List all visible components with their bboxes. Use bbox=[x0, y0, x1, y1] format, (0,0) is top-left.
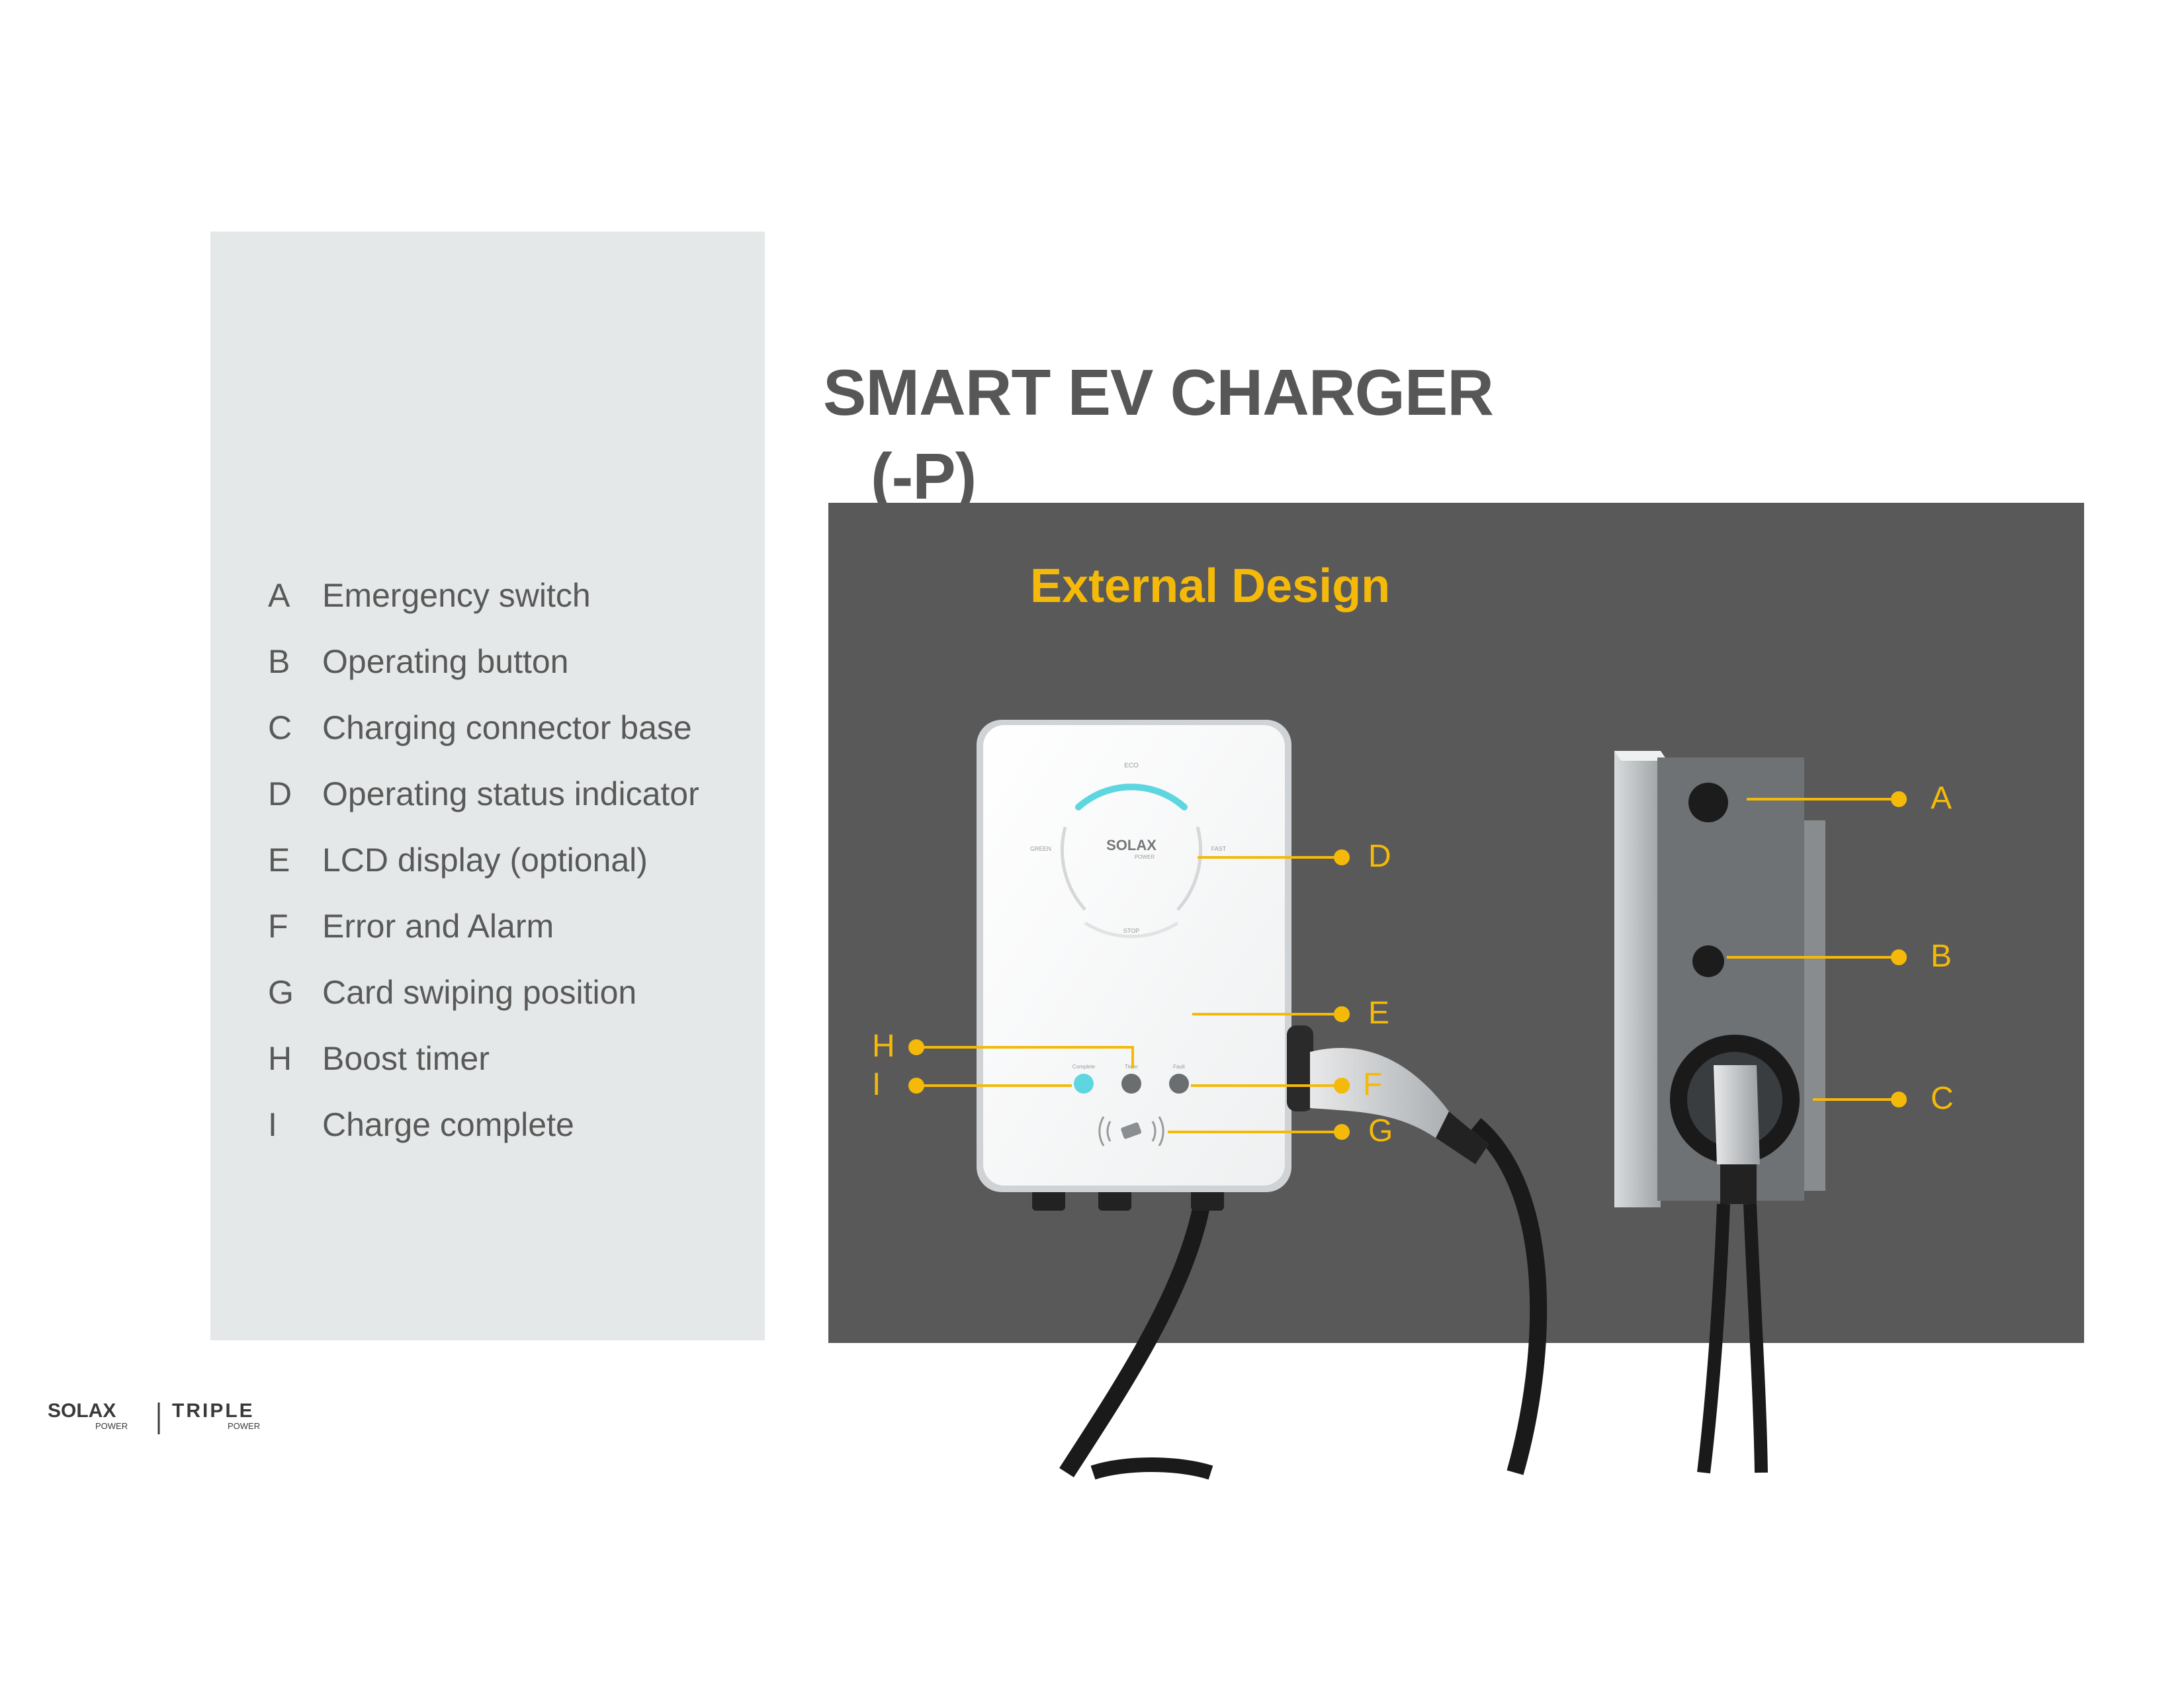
legend-letter: F bbox=[268, 908, 288, 945]
status-ring-fast bbox=[1176, 826, 1203, 911]
side-plug-grip bbox=[1720, 1164, 1757, 1204]
side-unit-top bbox=[1614, 751, 1667, 761]
legend-panel bbox=[210, 232, 765, 1340]
error-alarm-icon bbox=[1169, 1074, 1189, 1094]
legend-label: Operating button bbox=[322, 643, 569, 680]
legend-letter: B bbox=[268, 643, 290, 680]
solax-logo: SOLAX bbox=[48, 1400, 116, 1422]
legend-item-e: E LCD display (optional) bbox=[268, 827, 699, 893]
legend-label: Card swiping position bbox=[322, 974, 637, 1011]
status-ring-green bbox=[1060, 826, 1086, 911]
legend-label: Boost timer bbox=[322, 1040, 490, 1077]
callout-c: C bbox=[1931, 1081, 1954, 1116]
leader-dot-h bbox=[908, 1039, 924, 1055]
legend-letter: D bbox=[268, 775, 292, 812]
side-unit-bezel bbox=[1614, 751, 1661, 1207]
leader-dot-f bbox=[1334, 1078, 1350, 1094]
callout-i: I bbox=[872, 1067, 881, 1102]
legend-label: Charge complete bbox=[322, 1106, 574, 1143]
title-sub: (-P) bbox=[871, 440, 977, 513]
rfid-wave-icon bbox=[1151, 1121, 1157, 1142]
operating-button bbox=[1692, 945, 1724, 977]
cable-right bbox=[1469, 1118, 1548, 1475]
legend-item-f: F Error and Alarm bbox=[268, 893, 699, 959]
cable-bottom bbox=[1059, 1190, 1213, 1478]
leader-line-h bbox=[916, 1046, 1134, 1068]
side-cable-left bbox=[1697, 1203, 1730, 1474]
plug-holster bbox=[1287, 1025, 1313, 1111]
card-icon bbox=[1121, 1122, 1142, 1139]
legend-letter: I bbox=[268, 1106, 277, 1143]
complete-label: Complete bbox=[1072, 1064, 1096, 1070]
leader-dot-c bbox=[1891, 1092, 1907, 1107]
title-main: SMART EV CHARGER bbox=[823, 356, 1494, 429]
stop-label: STOP bbox=[1123, 928, 1139, 934]
legend-item-a: A Emergency switch bbox=[268, 562, 699, 628]
legend-item-h: H Boost timer bbox=[268, 1025, 699, 1092]
legend-label: Charging connector base bbox=[322, 709, 692, 746]
legend-item-i: I Charge complete bbox=[268, 1092, 699, 1158]
plug-grip bbox=[1436, 1111, 1489, 1164]
fast-label: FAST bbox=[1211, 845, 1227, 852]
rfid-wave-icon bbox=[1158, 1116, 1164, 1146]
leader-dot-b bbox=[1891, 949, 1907, 965]
eco-label: ECO bbox=[1124, 762, 1139, 769]
callout-d: D bbox=[1368, 839, 1391, 874]
green-label: GREEN bbox=[1030, 845, 1051, 852]
leader-dot-e bbox=[1334, 1006, 1350, 1022]
leader-dot-a bbox=[1891, 791, 1907, 807]
cable-loop bbox=[1090, 1457, 1213, 1480]
callout-e: E bbox=[1368, 996, 1390, 1031]
charge-complete-icon bbox=[1074, 1074, 1094, 1094]
leader-dot-d bbox=[1334, 849, 1350, 865]
emergency-switch bbox=[1688, 783, 1728, 822]
legend-item-c: C Charging connector base bbox=[268, 695, 699, 761]
leader-dot-g bbox=[1334, 1124, 1350, 1140]
device-brand: SOLAX bbox=[1106, 837, 1157, 853]
legend-item-g: G Card swiping position bbox=[268, 959, 699, 1025]
side-plug bbox=[1714, 1065, 1760, 1164]
component-legend: A Emergency switch B Operating button C Cha… bbox=[268, 562, 699, 1158]
side-cable-right bbox=[1743, 1203, 1768, 1473]
panel-title: External Design bbox=[1030, 560, 1391, 613]
cable-gland bbox=[1191, 1188, 1224, 1211]
brand-logos: SOLAX POWER TRIPLE POWER bbox=[48, 1400, 260, 1434]
status-ring-stop bbox=[1084, 921, 1179, 938]
callout-h: H bbox=[872, 1029, 895, 1064]
callout-f: F bbox=[1363, 1067, 1383, 1102]
legend-label: Operating status indicator bbox=[322, 775, 699, 812]
wall-bracket bbox=[1804, 820, 1825, 1191]
cable-gland bbox=[1098, 1188, 1131, 1211]
legend-letter: C bbox=[268, 709, 292, 746]
solax-logo-sub: POWER bbox=[95, 1421, 128, 1431]
triple-logo-sub: POWER bbox=[228, 1421, 260, 1431]
leader-dot-i bbox=[908, 1078, 924, 1094]
legend-item-b: B Operating button bbox=[268, 628, 699, 695]
callout-b: B bbox=[1931, 939, 1952, 974]
rfid-wave-icon bbox=[1106, 1121, 1112, 1142]
boost-timer-icon bbox=[1121, 1074, 1141, 1094]
legend-item-d: D Operating status indicator bbox=[268, 761, 699, 827]
legend-label: Emergency switch bbox=[322, 577, 591, 614]
device-brand-sub: POWER bbox=[1135, 854, 1155, 860]
callout-a: A bbox=[1931, 781, 1952, 816]
triple-logo: TRIPLE bbox=[172, 1400, 255, 1422]
page-title: SMART EV CHARGER (-P) bbox=[823, 351, 1494, 519]
status-ring-eco bbox=[1075, 783, 1188, 810]
legend-label: LCD display (optional) bbox=[322, 842, 648, 879]
legend-letter: E bbox=[268, 842, 290, 879]
callout-g: G bbox=[1368, 1113, 1393, 1148]
cable-gland bbox=[1032, 1188, 1065, 1211]
legend-label: Error and Alarm bbox=[322, 908, 554, 945]
legend-letter: G bbox=[268, 974, 294, 1011]
charger-front-face bbox=[983, 725, 1285, 1186]
rfid-wave-icon bbox=[1098, 1116, 1105, 1146]
legend-letter: A bbox=[268, 577, 290, 614]
legend-letter: H bbox=[268, 1040, 292, 1077]
fault-label: Fault bbox=[1173, 1064, 1186, 1070]
